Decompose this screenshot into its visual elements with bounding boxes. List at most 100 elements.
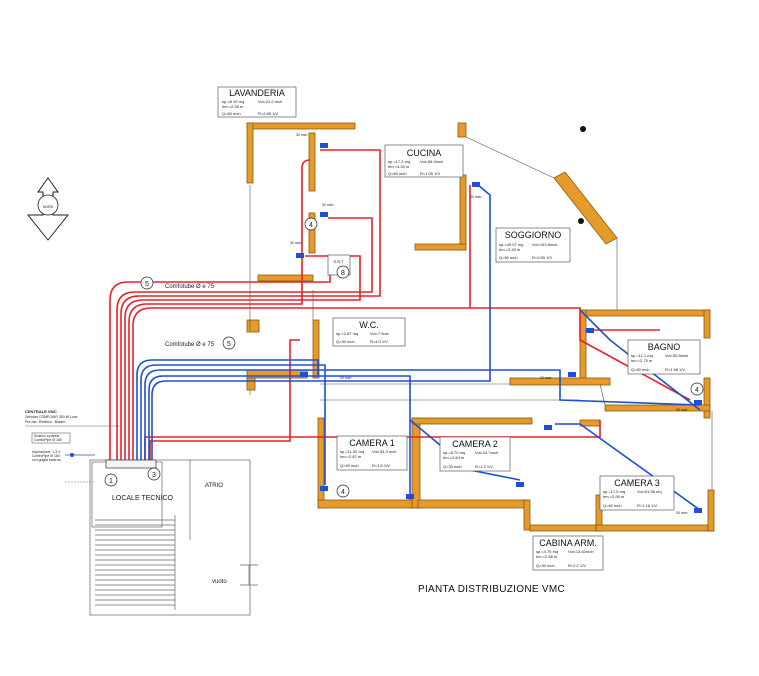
wall xyxy=(257,274,314,282)
marker-4: 4 xyxy=(341,489,345,496)
vent xyxy=(544,425,552,430)
wall xyxy=(595,524,715,532)
zone-vuoto: vuoto xyxy=(212,579,227,585)
vent xyxy=(296,253,304,258)
room-r: R=0.55 1/V xyxy=(532,255,552,260)
note-line: Scarico a parete xyxy=(34,434,60,438)
flow-label: 30 mch xyxy=(470,195,482,199)
wall xyxy=(246,122,254,184)
wall xyxy=(707,489,715,532)
room-q: Q=30 mch xyxy=(336,339,355,344)
room-name-camera3: CAMERA 3 xyxy=(614,478,660,488)
room-r: R=1.98 1/V xyxy=(665,367,685,372)
wall xyxy=(703,377,711,419)
wall xyxy=(529,524,603,532)
dot-marker xyxy=(578,218,584,224)
marker-4: 4 xyxy=(695,387,699,394)
room-vol: Vol=30.5mch xyxy=(665,353,688,358)
room-name-cabina: CABINA ARM. xyxy=(539,538,597,548)
note-line: con griglia esterna xyxy=(32,458,61,462)
red-pipe-label: Comfotube Ø e 75 xyxy=(165,284,215,290)
marker-3: 3 xyxy=(152,472,156,479)
room-vol: Vol=24.7mch xyxy=(475,450,498,455)
unit-line: Pre-risc. Elettrico - Bradre xyxy=(25,420,65,424)
room-r: R=1.2 1/V xyxy=(475,464,493,469)
note-line: ComfoPipe Ø 160 xyxy=(34,438,62,442)
marker-4: 4 xyxy=(309,222,313,229)
north-arrow: NORD xyxy=(26,177,70,241)
wall xyxy=(579,419,601,427)
wall xyxy=(703,309,711,339)
room-vol: Vol=21.0 mch xyxy=(258,99,282,104)
marker-5: 5 xyxy=(145,281,149,288)
room-h: hm.=2.84 m xyxy=(443,455,465,460)
wall xyxy=(308,132,316,192)
room-vol: Vol=163.5mch xyxy=(532,242,557,247)
wall xyxy=(579,309,711,317)
vent xyxy=(694,400,702,405)
room-q: Q=60 mch xyxy=(222,111,241,116)
marker-1: 1 xyxy=(109,478,113,485)
room-name-wc: W.C. xyxy=(359,320,379,330)
room-vol: Vol=7.5mc xyxy=(370,331,389,336)
vent xyxy=(320,143,328,148)
wall xyxy=(246,122,356,130)
vent xyxy=(300,372,308,377)
room-r: R=2.2 1/V xyxy=(568,563,586,568)
vent xyxy=(694,508,702,513)
room-q: Q=60 mch xyxy=(340,463,359,468)
room-name-bagno: BAGNO xyxy=(648,342,681,352)
wall xyxy=(308,212,316,254)
room-q: Q=60 mch xyxy=(631,367,650,372)
wall xyxy=(523,499,531,531)
wall xyxy=(459,174,467,251)
flow-label: 30 mch xyxy=(676,408,688,412)
room-r: R=1.16 1/V xyxy=(637,503,657,508)
vent xyxy=(406,494,414,499)
room-sup: sp.=11.52 mq xyxy=(340,449,364,454)
vent xyxy=(568,372,576,377)
room-h: hm.=3.30 m xyxy=(499,247,521,252)
blue-pipe-label: Comfotube Ø e 75 xyxy=(165,342,215,348)
marker-8: 8 xyxy=(341,270,345,277)
room-q: Q=60 mch xyxy=(603,503,622,508)
wall xyxy=(246,319,260,333)
room-h: hm.=2.86 m xyxy=(536,554,558,559)
unit-title: CENTRALE VMC xyxy=(25,409,57,414)
room-r: R=1.8 1/V xyxy=(372,463,390,468)
room-sup: sp.=49.07 mq xyxy=(499,242,523,247)
note-line: ComfoPipe Ø 160 xyxy=(32,454,60,458)
room-h: hm.=3.30 m xyxy=(388,164,410,169)
flow-label: 30 mch xyxy=(340,376,352,380)
room-box-camera1 xyxy=(336,435,408,471)
supply-pipes xyxy=(109,149,691,460)
wall xyxy=(411,417,533,425)
room-box-cucina xyxy=(384,144,464,178)
room-name-soggiorno: SOGGIORNO xyxy=(505,230,562,240)
room-h: hm.=2.95 m xyxy=(603,494,625,499)
room-vol: Vol=56.3mch xyxy=(420,159,443,164)
room-sup: sp.=8.70 mq xyxy=(443,450,465,455)
room-box-camera3 xyxy=(599,475,675,511)
room-q: Q=90 mch xyxy=(499,255,518,260)
room-sup: sp.=8.15 mq xyxy=(222,99,244,104)
wall xyxy=(317,417,325,509)
wall xyxy=(579,309,587,379)
room-box-bagno xyxy=(627,339,701,375)
wall xyxy=(246,377,256,391)
room-h: hm.=2.75 m xyxy=(631,358,653,363)
plan-title: PIANTA DISTRIBUZIONE VMC xyxy=(418,584,565,595)
room-h: hm.=2.58 m xyxy=(222,104,244,109)
unit-line: Zehnder COMFOAIR 350 W Luxe xyxy=(25,415,78,419)
dot-marker xyxy=(580,126,586,132)
room-vol: Vol=33.3 mch xyxy=(372,449,396,454)
vent xyxy=(516,482,524,487)
flow-label: 30 mch xyxy=(322,203,334,207)
vent xyxy=(586,328,594,333)
north-label: NORD xyxy=(43,205,54,209)
flow-label: 30 mch xyxy=(290,241,302,245)
room-box-wc xyxy=(332,317,406,347)
room-name-srt: S.R.T. xyxy=(334,259,345,264)
room-name-cucina: CUCINA xyxy=(407,148,442,158)
